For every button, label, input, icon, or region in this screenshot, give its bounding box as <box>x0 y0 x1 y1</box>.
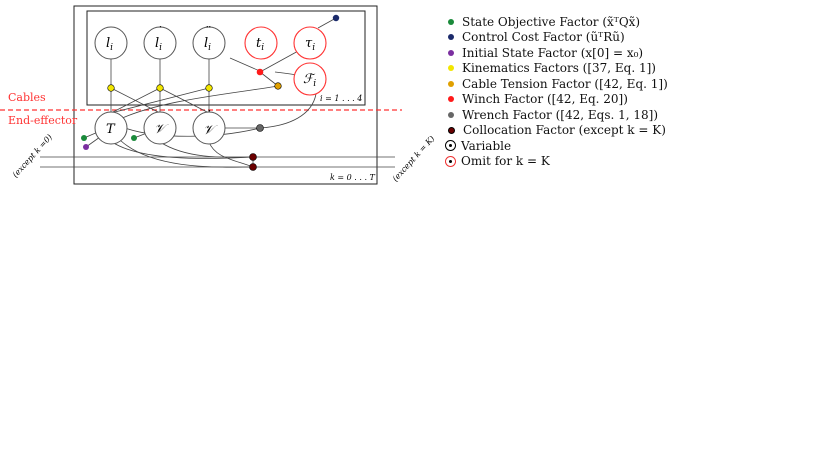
node-l-dot-sub: i <box>159 43 162 53</box>
cable-plate-label: i = 1 . . . 4 <box>320 94 362 103</box>
state-objective-swatch <box>448 18 454 25</box>
legend-item-label: Wrench Factor ([42, Eqs. 1, 18]) <box>462 107 658 122</box>
node-T-symbol: T <box>106 122 116 137</box>
winch-factor <box>256 68 264 76</box>
node-l: li <box>94 26 128 60</box>
legend-item: Kinematics Factors ([37, Eq. 1]) <box>447 61 668 77</box>
node-l-ddot: ¨ li <box>192 25 226 60</box>
svg-text:li: li <box>204 36 211 53</box>
node-tau-sub: i <box>312 43 315 53</box>
wrench-swatch <box>448 111 454 118</box>
node-l-dot: ˙ li <box>143 25 177 60</box>
variable-circle-icon <box>445 140 456 152</box>
kinematics-swatch <box>448 65 454 72</box>
node-F: ℱi <box>293 62 327 96</box>
svg-text:li: li <box>155 36 162 53</box>
node-tau: τi <box>293 26 327 60</box>
control-cost-swatch <box>448 34 454 41</box>
collocation-swatch <box>448 126 455 134</box>
node-V: 𝒱 <box>143 111 177 145</box>
legend-item: Variable <box>445 138 668 154</box>
node-l-symbol: l <box>106 36 110 51</box>
legend-item: Omit for k = K <box>445 154 668 170</box>
end-effector-label: End-effector <box>8 114 78 127</box>
legend-item-label: Omit for k = K <box>461 154 550 169</box>
control-cost-factor <box>332 14 340 22</box>
node-l-sub: i <box>110 43 113 53</box>
legend-item: Initial State Factor (x[0] = x₀) <box>447 45 668 61</box>
legend: State Objective Factor (x̃ᵀQx̃)Control C… <box>445 14 668 170</box>
factor-graph: i = 1 . . . 4 k = 0 . . . T Cables End-e… <box>0 5 437 185</box>
legend-item: Wrench Factor ([42, Eqs. 1, 18]) <box>447 107 668 123</box>
legend-item-label: Cable Tension Factor ([42, Eq. 1]) <box>462 76 668 91</box>
initial-state-swatch <box>448 49 454 56</box>
legend-item-label: Collocation Factor (except k = K) <box>463 123 666 138</box>
node-t-sub: i <box>261 43 264 53</box>
kinematics-factor <box>156 84 164 92</box>
cable-tension-factor <box>274 82 282 90</box>
legend-item-label: Variable <box>461 138 512 153</box>
node-l-dot-symbol: l <box>155 36 159 51</box>
node-V-dot: ˙ 𝒱 <box>192 109 226 145</box>
legend-item: Control Cost Factor (ũᵀRũ) <box>447 30 668 46</box>
svg-text:τi: τi <box>305 36 315 53</box>
node-F-sub: i <box>313 79 316 89</box>
svg-text:ℱi: ℱi <box>303 72 316 89</box>
collocation-factor <box>249 153 257 161</box>
node-t-symbol: t <box>256 36 262 51</box>
time-plate-label: k = 0 . . . T <box>330 173 376 182</box>
legend-item: Cable Tension Factor ([42, Eq. 1]) <box>447 76 668 92</box>
legend-item-label: Initial State Factor (x[0] = x₀) <box>462 45 644 60</box>
node-t: ti <box>244 26 278 60</box>
cables-label: Cables <box>8 91 46 104</box>
legend-item-label: State Objective Factor (x̃ᵀQx̃) <box>462 14 641 29</box>
legend-item-label: Control Cost Factor (ũᵀRũ) <box>462 30 625 45</box>
factors <box>81 14 340 171</box>
cable-plate <box>86 10 366 106</box>
node-l-dot-accent: ˙ <box>156 25 163 40</box>
cable-tension-swatch <box>448 80 454 87</box>
svg-text:li: li <box>106 36 113 53</box>
svg-text:ti: ti <box>256 36 264 53</box>
wrench-factor <box>256 124 264 132</box>
node-l-ddot-sub: i <box>208 43 211 53</box>
legend-item: Winch Factor ([42, Eq. 20]) <box>447 92 668 108</box>
except-kK-label: (except k = K) <box>391 134 437 183</box>
winch-swatch <box>448 96 454 103</box>
omit-circle-icon <box>445 155 456 167</box>
legend-item-label: Winch Factor ([42, Eq. 20]) <box>462 92 628 107</box>
node-F-symbol: ℱ <box>303 72 316 87</box>
kinematics-factor <box>205 84 213 92</box>
node-l-ddot-accent: ¨ <box>204 25 211 40</box>
legend-item: State Objective Factor (x̃ᵀQx̃) <box>447 14 668 30</box>
initial-state-factor <box>83 144 89 150</box>
node-T: T <box>94 111 128 145</box>
kinematics-factor <box>107 84 115 92</box>
node-l-ddot-symbol: l <box>204 36 208 51</box>
legend-item: Collocation Factor (except k = K) <box>447 123 668 139</box>
state-objective-factor <box>131 135 137 141</box>
legend-item-label: Kinematics Factors ([37, Eq. 1]) <box>462 61 656 76</box>
node-tau-symbol: τ <box>305 36 313 51</box>
except-k0-label: (except k =0) <box>11 133 54 180</box>
outer-plate <box>73 5 378 185</box>
state-objective-factor <box>81 135 87 141</box>
collocation-factor <box>249 163 257 171</box>
node-V-dot-accent: ˙ <box>205 109 212 124</box>
